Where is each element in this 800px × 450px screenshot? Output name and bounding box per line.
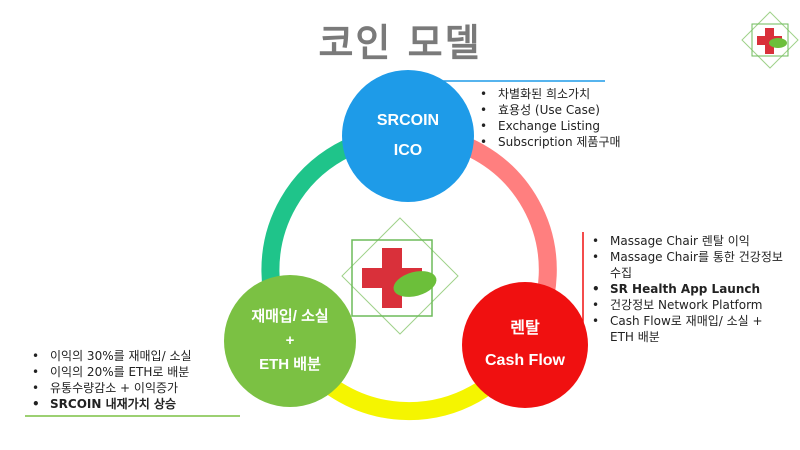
corner-logo-icon [741, 11, 799, 69]
list-item: 차별화된 희소가치 [476, 86, 621, 102]
list-item: SRCOIN 내재가치 상승 [28, 396, 192, 412]
list-item: 효용성 (Use Case) [476, 102, 621, 118]
list-item: Massage Chair 렌탈 이익 [588, 233, 788, 249]
node-top-line2: ICO [393, 142, 423, 159]
node-left-line2: + [285, 332, 295, 349]
list-item: Exchange Listing [476, 118, 621, 134]
page-title: 코인 모델 [318, 21, 482, 65]
list-item: Cash Flow로 재매입/ 소실 + ETH 배분 [588, 313, 788, 345]
list-item: 유통수량감소 + 이익증가 [28, 380, 192, 396]
list-item: Massage Chair를 통한 건강정보 수집 [588, 249, 788, 281]
list-item: SR Health App Launch [588, 281, 788, 297]
list-buyback-points: 이익의 30%를 재매입/ 소실 이익의 20%를 ETH로 배분 유통수량감소… [28, 348, 192, 412]
node-right-line2: Cash Flow [484, 352, 565, 369]
list-rental-points: Massage Chair 렌탈 이익 Massage Chair를 통한 건강… [588, 233, 788, 345]
node-top-line1: SRCOIN [376, 112, 440, 129]
node-right-line1: 렌탈 [510, 320, 540, 337]
node-left-line1: 재매입/ 소실 [251, 308, 329, 325]
list-item: 건강정보 Network Platform [588, 297, 788, 313]
list-item: Subscription 제품구매 [476, 134, 621, 150]
node-srcoin-ico: SRCOIN ICO [342, 70, 474, 202]
node-rental-cashflow: 렌탈 Cash Flow [462, 282, 588, 408]
center-logo-icon [341, 217, 459, 335]
list-ico-points: 차별화된 희소가치 효용성 (Use Case) Exchange Listin… [476, 86, 621, 150]
list-item: 이익의 20%를 ETH로 배분 [28, 364, 192, 380]
node-buyback-burn: 재매입/ 소실 + ETH 배분 [224, 275, 356, 407]
node-left-line3: ETH 배분 [259, 356, 321, 373]
list-item: 이익의 30%를 재매입/ 소실 [28, 348, 192, 364]
